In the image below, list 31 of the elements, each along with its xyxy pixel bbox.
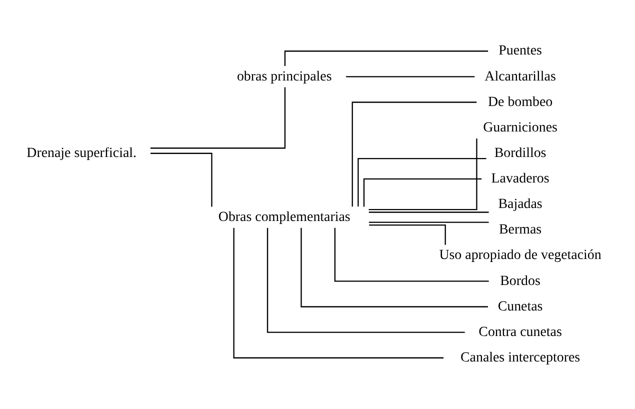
connector: [150, 87, 286, 149]
connector: [363, 178, 482, 207]
connector: [368, 222, 489, 223]
node-text: Canales interceptores: [460, 350, 580, 366]
node-text: De bombeo: [488, 94, 553, 110]
node-text: Alcantarillas: [484, 69, 556, 84]
connector: [368, 212, 489, 213]
node-text: Contra cunetas: [478, 324, 562, 340]
connector: [369, 224, 446, 245]
connector: [334, 228, 489, 282]
connector: [300, 228, 488, 308]
node-text: obras principales: [236, 69, 332, 84]
node-text: Bordos: [500, 274, 540, 289]
connector: [233, 228, 444, 358]
node-text: Bajadas: [498, 197, 542, 212]
node-text: Bermas: [498, 222, 542, 238]
connector: [266, 228, 465, 333]
connector: [346, 76, 475, 78]
node-text: Guarniciones: [483, 120, 558, 136]
node-text: Cunetas: [498, 299, 543, 314]
node-text: Bordillos: [494, 146, 546, 161]
node-text: Puentes: [498, 44, 542, 59]
connector: [150, 152, 212, 207]
node-text: Drenaje superficial.: [26, 146, 137, 161]
connector: [358, 158, 486, 207]
node-text: Lavaderos: [491, 172, 550, 187]
connector: [284, 50, 488, 66]
node-text: Obras complementarias: [218, 210, 350, 225]
connector: [368, 138, 478, 210]
node-text: Uso apropiado de vegetación: [439, 248, 602, 264]
connector: [352, 102, 477, 207]
